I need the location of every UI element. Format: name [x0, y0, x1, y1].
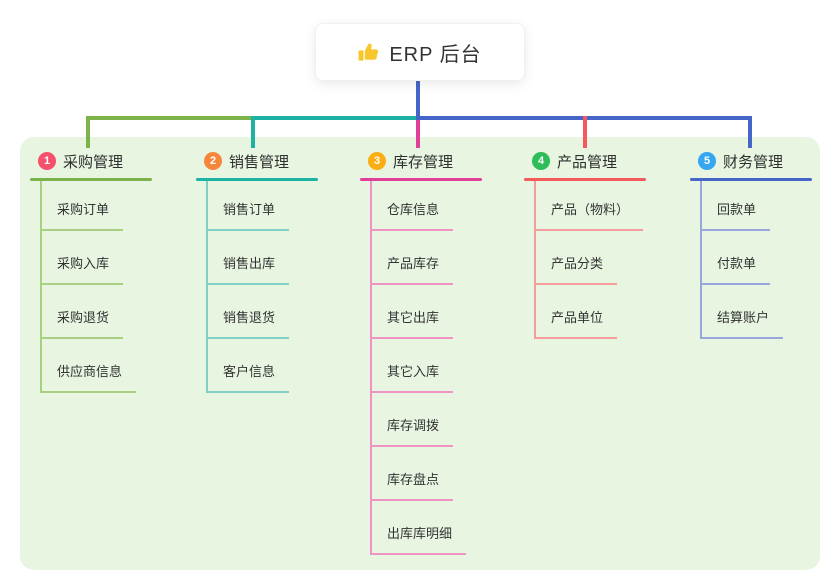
branch-3-child-2[interactable]: 产品库存 — [372, 231, 482, 285]
branch-2-underline — [196, 178, 318, 181]
child-node-label: 结算账户 — [717, 310, 770, 325]
root-stem-line — [416, 81, 420, 118]
branch-2-child-1[interactable]: 销售订单 — [208, 181, 318, 231]
child-node-label: 库存调拨 — [387, 418, 440, 433]
child-node-label: 其它入库 — [387, 364, 440, 379]
branch-2-label: 销售管理 — [229, 153, 290, 171]
branch-3-child-6[interactable]: 库存盘点 — [372, 447, 482, 501]
branch-1: 1 采购管理采购订单采购入库采购退货供应商信息 — [30, 148, 152, 393]
branch-4: 4 产品管理产品（物料） 产品分类产品单位 — [524, 148, 646, 339]
drop-line-5 — [748, 116, 752, 148]
branch-5-underline — [690, 178, 812, 181]
branch-5-label: 财务管理 — [723, 153, 784, 171]
branch-5-node[interactable]: 5 财务管理 — [690, 148, 812, 174]
branch-4-label: 产品管理 — [557, 153, 618, 171]
child-node-label: 库存盘点 — [387, 472, 440, 487]
branch-1-child-3[interactable]: 采购退货 — [42, 285, 152, 339]
child-node-label: 供应商信息 — [57, 364, 123, 379]
child-node-label: 采购退货 — [57, 310, 110, 325]
child-node-label: 仓库信息 — [387, 202, 440, 217]
branch-3-child-3[interactable]: 其它出库 — [372, 285, 482, 339]
branch-4-number-badge: 4 — [532, 152, 550, 170]
child-node-label: 销售退货 — [223, 310, 276, 325]
branch-2-child-3[interactable]: 销售退货 — [208, 285, 318, 339]
branch-4-child-1[interactable]: 产品（物料） — [536, 181, 646, 231]
branch-2: 2 销售管理销售订单销售出库销售退货客户信息 — [196, 148, 318, 393]
branch-5-child-2[interactable]: 付款单 — [702, 231, 812, 285]
branch-3-number-badge: 3 — [368, 152, 386, 170]
child-node-label: 付款单 — [717, 256, 757, 271]
branch-5-number-badge: 5 — [698, 152, 716, 170]
branch-2-child-4[interactable]: 客户信息 — [208, 339, 318, 393]
child-node-label: 产品单位 — [551, 310, 604, 325]
child-node-label: 产品分类 — [551, 256, 604, 271]
branch-5-children: 回款单付款单结算账户 — [700, 181, 812, 339]
branch-3-underline — [360, 178, 482, 181]
child-node-label: 采购订单 — [57, 202, 110, 217]
branch-4-underline — [524, 178, 646, 181]
branch-3-child-5[interactable]: 库存调拨 — [372, 393, 482, 447]
branch-3-child-4[interactable]: 其它入库 — [372, 339, 482, 393]
branch-5-child-1[interactable]: 回款单 — [702, 181, 812, 231]
branch-5-child-3[interactable]: 结算账户 — [702, 285, 812, 339]
branch-2-children: 销售订单销售出库销售退货客户信息 — [206, 181, 318, 393]
branch-3: 3 库存管理仓库信息产品库存其它出库其它入库库存调拨库存盘点出库库明细 — [360, 148, 482, 555]
branch-4-child-3[interactable]: 产品单位 — [536, 285, 646, 339]
child-node-label: 产品库存 — [387, 256, 440, 271]
thumbs-up-icon — [358, 41, 380, 63]
branch-2-node[interactable]: 2 销售管理 — [196, 148, 318, 174]
branch-2-child-2[interactable]: 销售出库 — [208, 231, 318, 285]
branch-2-number-badge: 2 — [204, 152, 222, 170]
branch-1-children: 采购订单采购入库采购退货供应商信息 — [40, 181, 152, 393]
branch-1-child-2[interactable]: 采购入库 — [42, 231, 152, 285]
branch-3-child-7[interactable]: 出库库明细 — [372, 501, 482, 555]
child-node-label: 回款单 — [717, 202, 757, 217]
branch-1-child-1[interactable]: 采购订单 — [42, 181, 152, 231]
branch-1-label: 采购管理 — [63, 153, 124, 171]
root-node-erp[interactable]: ERP 后台 — [315, 23, 525, 81]
branch-1-underline — [30, 178, 152, 181]
branch-5: 5 财务管理回款单付款单结算账户 — [690, 148, 812, 339]
branch-1-number-badge: 1 — [38, 152, 56, 170]
branch-4-node[interactable]: 4 产品管理 — [524, 148, 646, 174]
branch-4-child-2[interactable]: 产品分类 — [536, 231, 646, 285]
branch-3-children: 仓库信息产品库存其它出库其它入库库存调拨库存盘点出库库明细 — [370, 181, 482, 555]
branch-3-node[interactable]: 3 库存管理 — [360, 148, 482, 174]
branch-3-label: 库存管理 — [393, 153, 454, 171]
child-node-label: 销售订单 — [223, 202, 276, 217]
drop-line-2 — [251, 116, 255, 148]
mindmap-panel — [20, 137, 820, 570]
branch-1-node[interactable]: 1 采购管理 — [30, 148, 152, 174]
child-node-label: 客户信息 — [223, 364, 276, 379]
drop-line-3 — [416, 120, 420, 148]
child-node-label: 出库库明细 — [387, 526, 453, 541]
root-title: ERP 后台 — [389, 43, 482, 66]
branch-1-child-4[interactable]: 供应商信息 — [42, 339, 152, 393]
branch-4-children: 产品（物料） 产品分类产品单位 — [534, 181, 646, 339]
child-node-label: 其它出库 — [387, 310, 440, 325]
child-node-label: 产品（物料） — [551, 202, 630, 217]
drop-line-4 — [583, 116, 587, 148]
drop-line-1 — [86, 116, 90, 148]
child-node-label: 销售出库 — [223, 256, 276, 271]
branch-3-child-1[interactable]: 仓库信息 — [372, 181, 482, 231]
child-node-label: 采购入库 — [57, 256, 110, 271]
bus-segment-2 — [251, 116, 420, 120]
